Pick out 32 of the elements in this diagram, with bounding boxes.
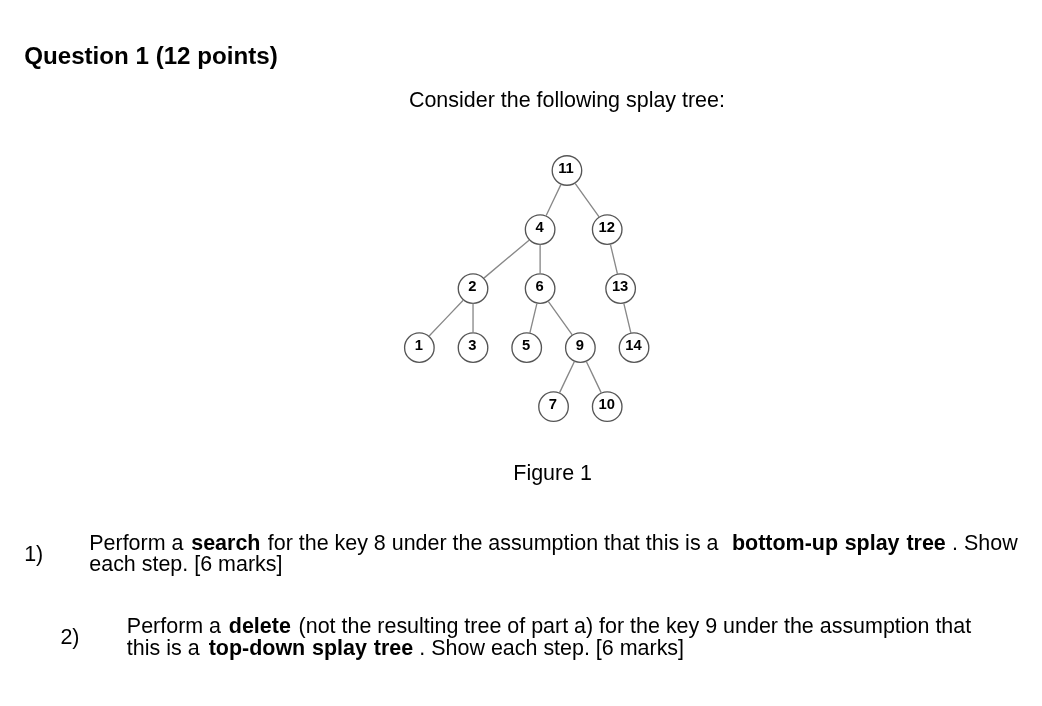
node-circle: 10 <box>591 391 623 423</box>
node-circle: 6 <box>524 273 556 305</box>
node-circle: 3 <box>457 332 489 364</box>
connector <box>585 360 602 394</box>
caption: Figure 1 <box>513 461 592 486</box>
connector <box>428 299 464 337</box>
label: Perform a search for the key 8 under the assumption that this is a bottom-up splay tree. Show each step. [6 marks] <box>89 530 1018 577</box>
node-circle: 1 <box>403 332 435 364</box>
connector <box>539 243 541 275</box>
connector <box>529 302 538 334</box>
node-circle: 5 <box>511 332 543 364</box>
connector <box>609 243 619 275</box>
connector <box>545 183 562 217</box>
node-circle: 4 <box>524 214 556 245</box>
label: Consider the following splay tree: <box>408 88 725 113</box>
connector <box>574 182 600 218</box>
node-circle: 9 <box>564 332 596 364</box>
connector <box>558 360 576 394</box>
node-circle: 14 <box>618 332 650 364</box>
connector <box>472 302 474 334</box>
node-circle: 13 <box>605 273 637 305</box>
connector <box>547 300 573 336</box>
node-circle: 11 <box>551 155 583 186</box>
node-circle: 2 <box>457 273 489 305</box>
node-circle: 12 <box>591 214 623 245</box>
label: Perform a delete (not the resulting tree of part a) for the key 9 under the assumption that this is a top-down splay tree. Show each step. [6 marks] <box>126 614 972 660</box>
connector <box>623 302 632 334</box>
diagram-title: Question 1 (12 points) <box>24 41 278 69</box>
node-circle: 7 <box>538 391 569 423</box>
label: 1) <box>24 541 44 566</box>
label: 2) <box>60 624 80 649</box>
connector <box>483 239 530 279</box>
